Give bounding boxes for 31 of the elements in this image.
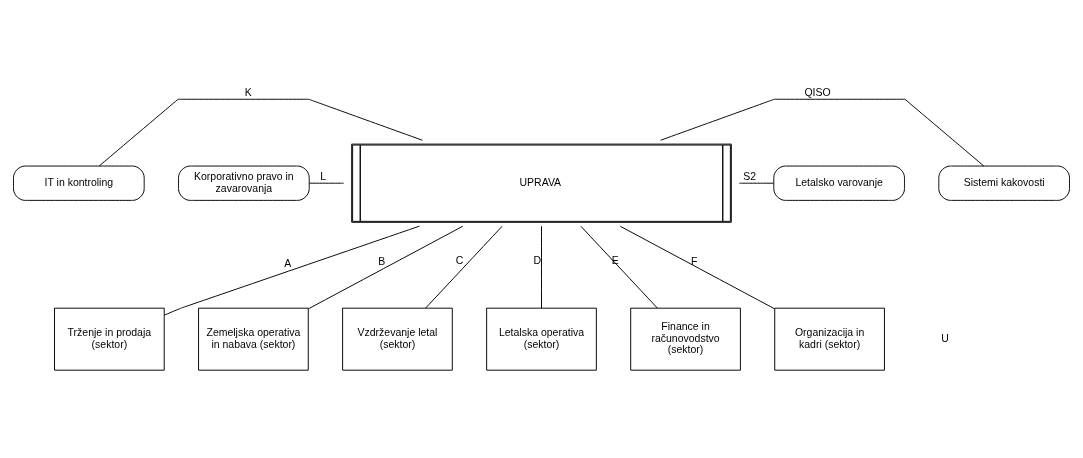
connector (163, 225, 420, 316)
edge-label: S2 (743, 171, 757, 183)
node-box: IT in kontroling (13, 165, 145, 201)
node-box: Korporativno pravo in zavarovanja (178, 165, 310, 201)
connector (738, 182, 774, 184)
connector (98, 98, 423, 167)
connector (619, 225, 776, 310)
label: U (941, 332, 949, 344)
node-box: Vzdrževanje letal (sektor) (342, 307, 453, 371)
node-box: Letalska operativa (sektor) (486, 307, 597, 371)
connector (580, 225, 658, 309)
connector (660, 98, 985, 167)
connector (307, 225, 464, 310)
node-box: Zemeljska operativa in nabava (sektor) (198, 307, 309, 371)
edge-label: L (320, 171, 327, 183)
node-box: Sistemi kakovosti (938, 165, 1070, 201)
edge-label: F (690, 255, 698, 267)
edge-label: QISO (804, 87, 831, 99)
node-box: Organizacija in kadri (sektor) (774, 307, 885, 371)
edge-label: A (284, 258, 292, 270)
edge-label: K (244, 87, 252, 99)
node-box: Letalsko varovanje (773, 165, 905, 201)
connector (541, 225, 542, 309)
edge-label: D (533, 255, 541, 267)
node-box: Trženje in prodaja (sektor) (54, 307, 165, 371)
connector (309, 182, 345, 184)
edge-label: B (378, 255, 386, 267)
edge-label: C (455, 255, 464, 267)
edge-label: E (611, 255, 619, 267)
node-box: Finance in računovodstvo (sektor) (630, 307, 741, 371)
connector (425, 225, 503, 309)
